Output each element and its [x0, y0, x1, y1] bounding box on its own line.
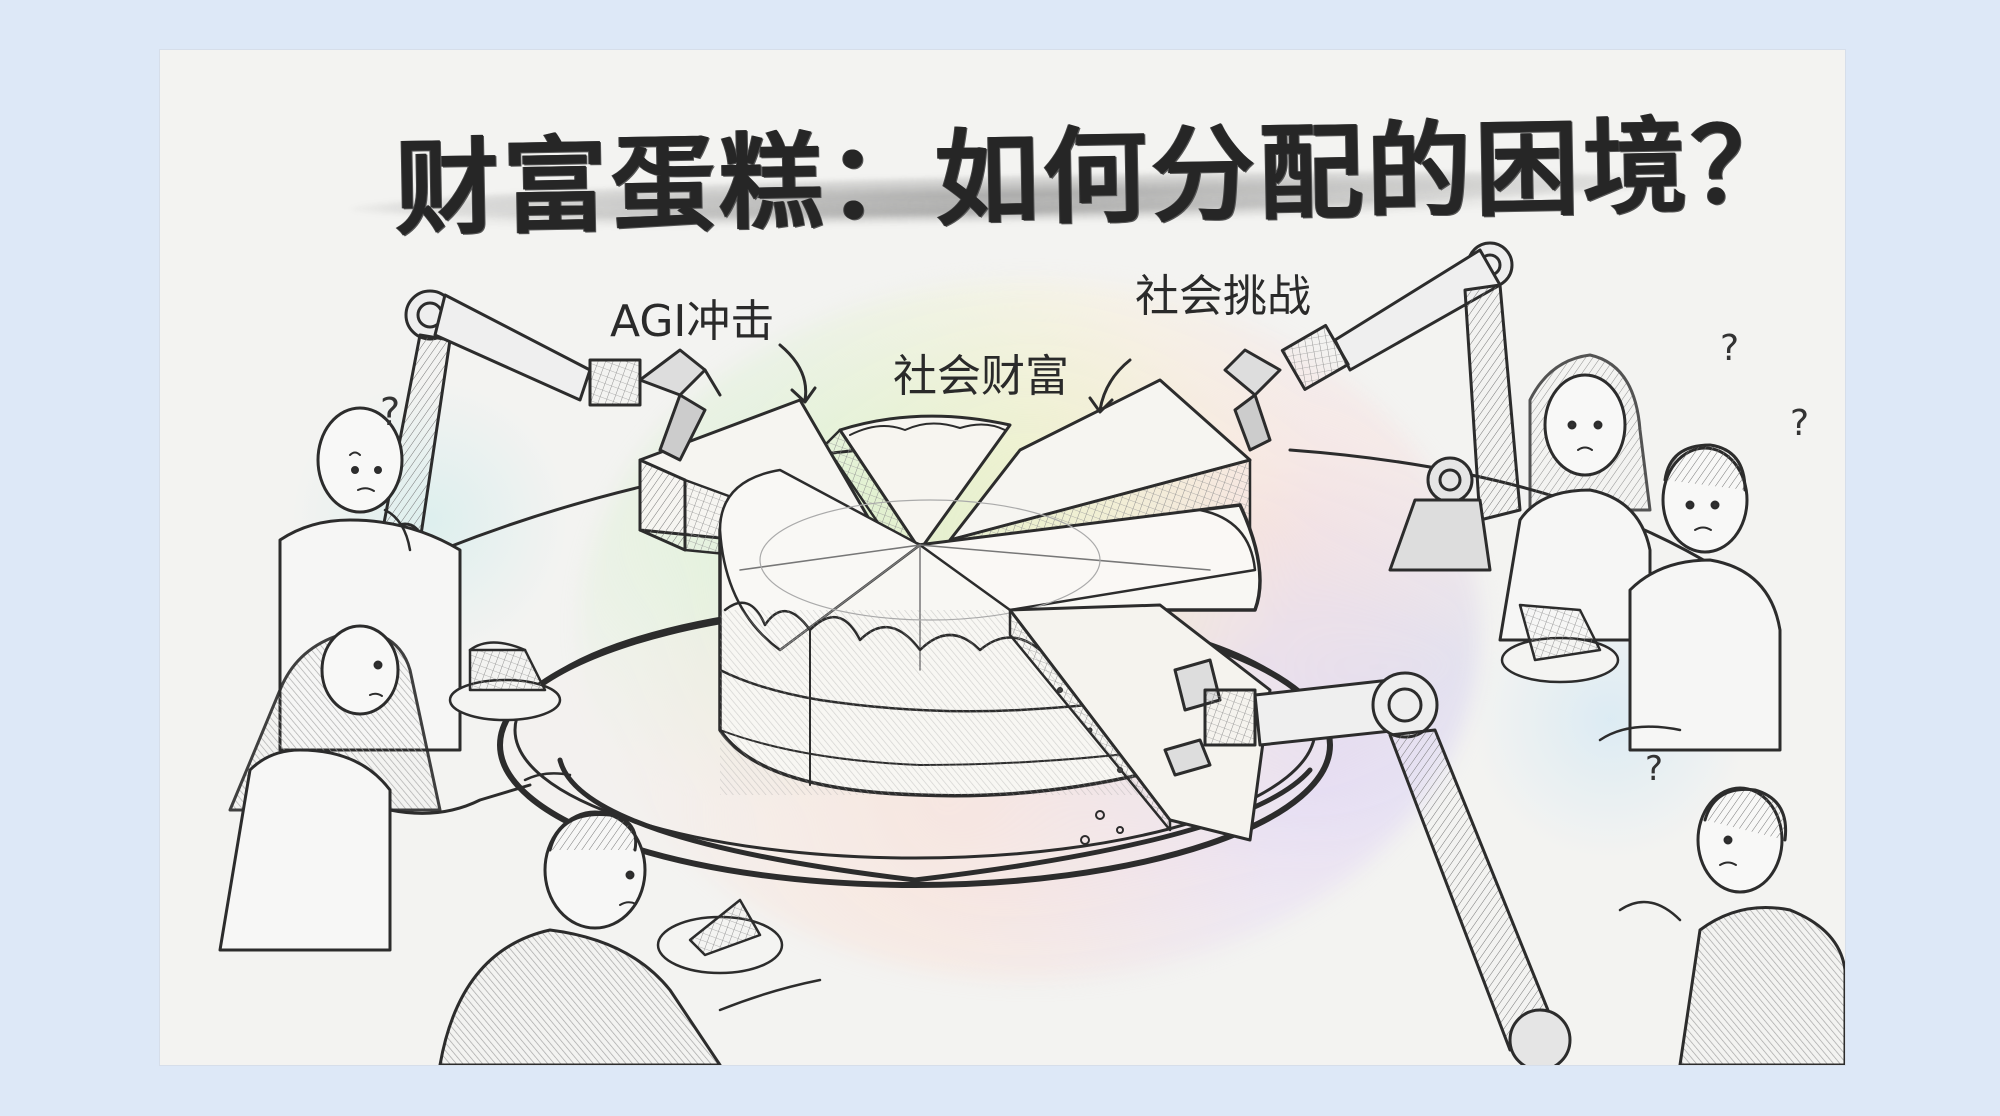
question-mark-2: ?: [1720, 328, 1739, 369]
robot-arm-top-right: [1223, 241, 1522, 572]
label-agi-impact: AGI冲击: [610, 296, 775, 347]
label-social-wealth: 社会财富: [893, 351, 1069, 402]
person-woman-right: [1498, 353, 1652, 642]
crumbs: [1080, 810, 1124, 845]
question-mark-3: ?: [1790, 403, 1809, 444]
cake-slice-back: [823, 414, 1012, 557]
plate-with-slice-left: [448, 641, 562, 722]
arrow-social-challenge-head: [1088, 396, 1114, 414]
arrow-social-challenge: [1098, 358, 1132, 412]
robot-arm-bottom-right: [1163, 658, 1572, 1065]
person-man-bottom-right: [1618, 786, 1845, 1065]
question-mark-1: ?: [380, 390, 400, 434]
person-man-right: [1598, 443, 1782, 752]
illustration-card: 财富蛋糕：如何分配的困境？: [160, 50, 1845, 1065]
person-man-bottom-left: [438, 810, 822, 1065]
plate-with-slice-right: [1500, 603, 1620, 684]
sketch-scene: ?: [218, 241, 1845, 1065]
person-girl: [218, 624, 572, 952]
arrow-agi-impact-head: [790, 386, 817, 404]
arrow-agi-impact: [778, 343, 808, 402]
question-mark-4: ?: [1645, 749, 1663, 789]
label-social-challenge: 社会挑战: [1135, 271, 1311, 322]
plate-with-slice-bottom: [656, 898, 784, 975]
